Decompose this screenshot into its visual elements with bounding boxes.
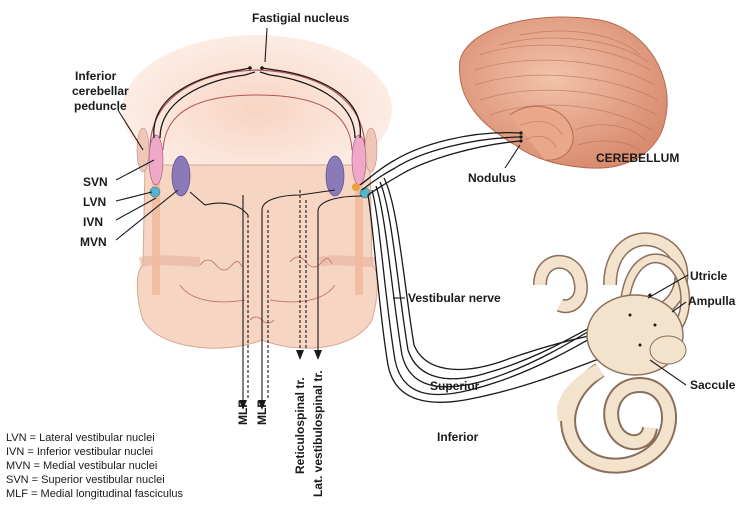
- nodulus-fibers: [359, 131, 523, 196]
- legend-item: SVN = Superior vestibular nuclei: [6, 474, 165, 486]
- cerebellum: [459, 16, 668, 169]
- labyrinth: [533, 232, 691, 474]
- label-fastigial-nucleus: Fastigial nucleus: [252, 11, 350, 25]
- label-utricle: Utricle: [690, 269, 728, 283]
- mvn-right: [325, 155, 345, 197]
- fastigial-fibers: [153, 66, 361, 139]
- label-ivn: IVN: [83, 215, 103, 229]
- label-saccule: Saccule: [690, 378, 736, 392]
- label-lat-vestibulospinal-tract: Lat. vestibulospinal tr.: [311, 370, 325, 497]
- label-lvn: LVN: [83, 195, 106, 209]
- label-inferior: Inferior: [437, 430, 479, 444]
- legend-item: MLF = Medial longitudinal fasciculus: [6, 488, 184, 500]
- svn-left: [148, 134, 164, 186]
- label-ampulla: Ampulla: [688, 294, 736, 308]
- label-cerebellum: CEREBELLUM: [596, 151, 679, 165]
- label-nodulus: Nodulus: [468, 171, 516, 185]
- medulla-section: [136, 164, 378, 349]
- descending-tracts: [189, 189, 363, 410]
- svn-right: [351, 134, 367, 186]
- ivn-right: [352, 183, 360, 191]
- label-svn: SVN: [83, 175, 108, 189]
- mvn-left: [171, 155, 191, 197]
- label-mlf-1: MLF: [236, 400, 250, 425]
- upper-brainstem: [122, 35, 392, 185]
- vestibular-nerve: [367, 177, 656, 403]
- right-vestibular-nuclei: [325, 127, 378, 199]
- legend-item: LVN = Lateral vestibular nuclei: [6, 432, 155, 444]
- label-icp-line1: Inferior: [75, 69, 117, 83]
- label-vestibular-nerve: Vestibular nerve: [408, 291, 501, 305]
- label-mlf-2: MLF: [255, 400, 269, 425]
- label-mvn: MVN: [80, 235, 107, 249]
- fourth-ventricle: [162, 94, 353, 151]
- legend-item: IVN = Inferior vestibular nuclei: [6, 446, 153, 458]
- legend: LVN = Lateral vestibular nuclei IVN = In…: [6, 432, 184, 500]
- label-icp-line3: peduncle: [74, 99, 127, 113]
- label-superior: Superior: [430, 379, 480, 393]
- label-reticulospinal-tract: Reticulospinal tr.: [293, 377, 307, 474]
- label-icp-line2: cerebellar: [72, 84, 129, 98]
- leader-lines: [115, 27, 689, 386]
- legend-item: MVN = Medial vestibular nuclei: [6, 460, 157, 472]
